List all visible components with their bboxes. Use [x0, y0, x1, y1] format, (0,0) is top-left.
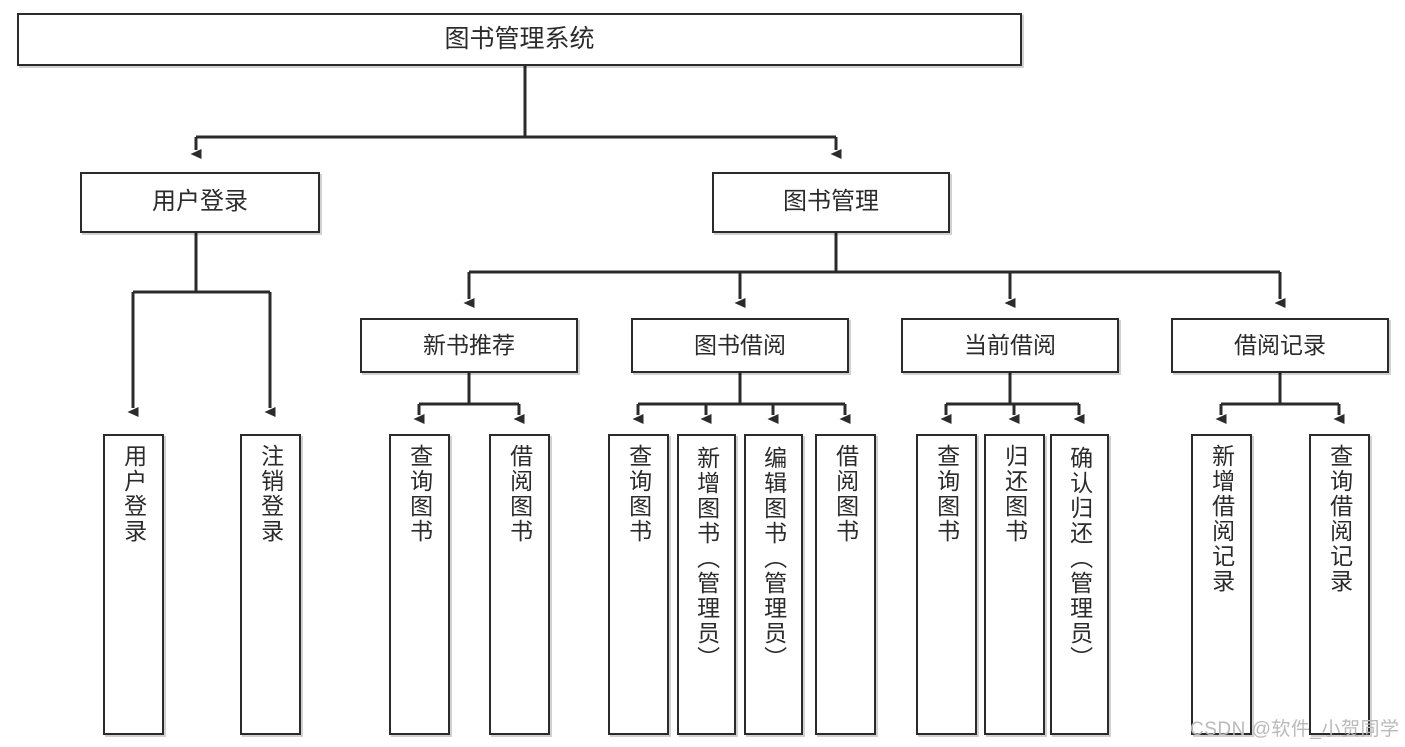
node-leaf-add-borrow-record[interactable]: 新增借阅记录 [1191, 434, 1252, 735]
node-leaf-return-book[interactable]: 归还图书 [984, 434, 1045, 735]
csdn-watermark: CSDN @软件_小贺同学 [1190, 719, 1400, 740]
node-root[interactable]: 图书管理系统 [17, 13, 1022, 66]
node-book-borrow[interactable]: 图书借阅 [631, 318, 849, 373]
node-book-management-label: 图书管理 [783, 188, 879, 216]
node-book-management[interactable]: 图书管理 [712, 172, 950, 233]
node-user-login-label: 用户登录 [152, 188, 248, 216]
node-leaf-borrow-book-2-label: 借阅图书 [832, 444, 859, 544]
node-leaf-logout-login-label: 注销登录 [257, 444, 284, 544]
node-user-login[interactable]: 用户登录 [80, 172, 320, 233]
node-leaf-user-login-label: 用户登录 [120, 444, 147, 544]
node-new-book-recommend[interactable]: 新书推荐 [360, 318, 578, 373]
node-leaf-query-borrow-record[interactable]: 查询借阅记录 [1309, 434, 1370, 735]
node-leaf-query-borrow-record-label: 查询借阅记录 [1326, 444, 1353, 594]
node-leaf-query-book-3[interactable]: 查询图书 [916, 434, 977, 735]
node-current-borrow-label: 当前借阅 [964, 331, 1056, 358]
node-leaf-edit-book-admin[interactable]: 编辑图书（管理员） [744, 434, 803, 735]
node-new-book-recommend-label: 新书推荐 [423, 331, 515, 358]
node-leaf-return-book-label: 归还图书 [1001, 444, 1028, 544]
node-leaf-query-book-2-label: 查询图书 [625, 444, 652, 544]
node-leaf-borrow-book-1-label: 借阅图书 [506, 444, 533, 544]
node-leaf-edit-book-admin-label: 编辑图书（管理员） [760, 446, 787, 671]
node-leaf-confirm-return-admin-label: 确认归还（管理员） [1066, 446, 1093, 671]
node-current-borrow[interactable]: 当前借阅 [901, 318, 1119, 373]
node-leaf-add-book-admin[interactable]: 新增图书（管理员） [677, 434, 736, 735]
node-borrow-record-label: 借阅记录 [1234, 331, 1326, 358]
node-borrow-record[interactable]: 借阅记录 [1171, 318, 1389, 373]
node-leaf-logout-login[interactable]: 注销登录 [240, 434, 301, 735]
node-leaf-confirm-return-admin[interactable]: 确认归还（管理员） [1050, 434, 1109, 735]
node-leaf-user-login[interactable]: 用户登录 [103, 434, 164, 735]
node-leaf-query-book-1-label: 查询图书 [406, 444, 433, 544]
node-leaf-add-book-admin-label: 新增图书（管理员） [693, 446, 720, 671]
node-root-label: 图书管理系统 [444, 24, 595, 53]
node-leaf-borrow-book-1[interactable]: 借阅图书 [489, 434, 550, 735]
node-leaf-add-borrow-record-label: 新增借阅记录 [1208, 444, 1235, 594]
node-leaf-query-book-2[interactable]: 查询图书 [608, 434, 669, 735]
node-leaf-borrow-book-2[interactable]: 借阅图书 [815, 434, 876, 735]
node-book-borrow-label: 图书借阅 [694, 331, 786, 358]
node-leaf-query-book-3-label: 查询图书 [933, 444, 960, 544]
node-leaf-query-book-1[interactable]: 查询图书 [389, 434, 450, 735]
